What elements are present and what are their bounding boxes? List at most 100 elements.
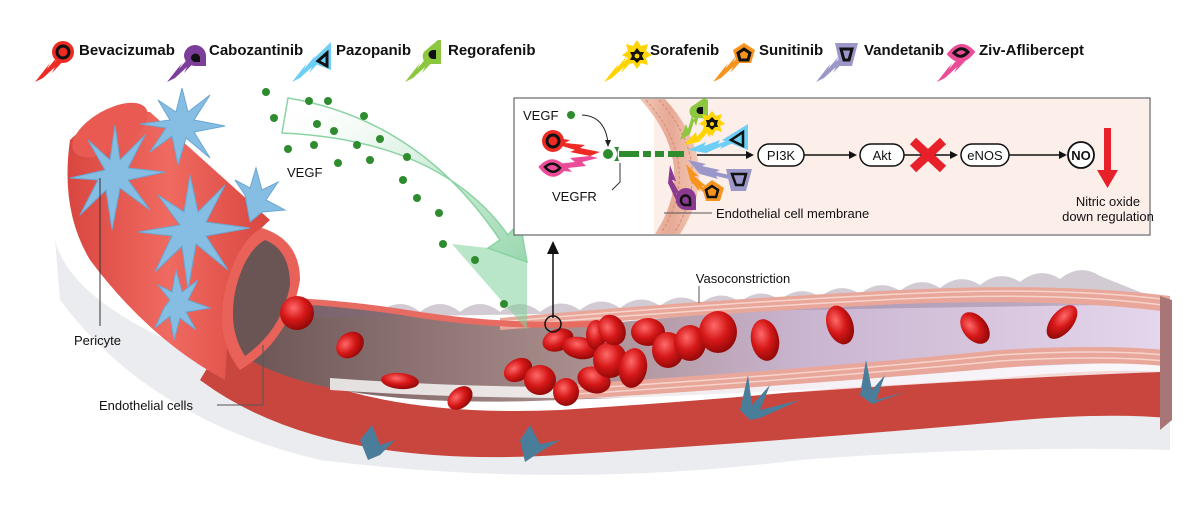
regorafenib-drug-icon xyxy=(405,40,441,82)
pazopanib-drug-icon xyxy=(292,42,331,82)
vegf-dot xyxy=(324,97,332,105)
vegf-dot xyxy=(471,256,479,264)
vegf-ligand-icon xyxy=(567,111,575,119)
vegfr-label: VEGFR xyxy=(552,189,597,204)
pericyte-cell xyxy=(740,375,800,420)
inset-vegf-label: VEGF xyxy=(523,108,558,123)
vegf-dot xyxy=(353,141,361,149)
pathway-node-enos: eNOS xyxy=(960,143,1010,167)
legend-label: Sunitinib xyxy=(759,42,823,59)
pathway-node-akt: Akt xyxy=(859,143,905,167)
red-blood-cell xyxy=(553,378,579,406)
sorafenib-inhibitor-icon xyxy=(684,111,725,145)
legend-label: Ziv-Aflibercept xyxy=(979,42,1084,59)
legend-item-bevacizumab: Bevacizumab xyxy=(35,41,175,82)
vegf-dot xyxy=(500,300,508,308)
pericyte-cell xyxy=(69,124,166,231)
ziv-aflibercept-inhibitor-icon xyxy=(538,156,598,177)
svg-text:Akt: Akt xyxy=(873,148,892,163)
legend-label: Regorafenib xyxy=(448,42,536,59)
pericyte-cell xyxy=(139,87,226,166)
pericyte-callout: Pericyte xyxy=(74,178,121,348)
legend-item-regorafenib: Regorafenib xyxy=(405,40,536,82)
pericytes xyxy=(69,87,287,341)
vessel-opening xyxy=(232,240,290,356)
signaling-pathway: PI3K Akt eNOS NO xyxy=(697,137,1095,173)
pericyte-cell xyxy=(154,269,212,341)
vegf-dot xyxy=(366,156,374,164)
sunitinib-drug-icon xyxy=(713,43,755,82)
vasoconstriction-label: Vasoconstriction xyxy=(696,271,790,286)
red-blood-cell xyxy=(699,311,737,353)
pathway-node-pi3k: PI3K xyxy=(757,143,805,167)
vegf-dot xyxy=(284,145,292,153)
legend-item-ziv-aflibercept: Ziv-Aflibercept xyxy=(937,42,1084,82)
legend-item-sorafenib: Sorafenib xyxy=(604,40,719,82)
endothelial-cells-callout: Endothelial cells xyxy=(99,345,264,413)
legend-item-pazopanib: Pazopanib xyxy=(292,42,411,82)
vegf-particles xyxy=(262,88,508,308)
legend-label: Sorafenib xyxy=(650,42,719,59)
pericytes-underside xyxy=(360,360,905,462)
vandetanib-drug-icon xyxy=(816,43,858,82)
inset-connector xyxy=(544,241,562,333)
svg-text:eNOS: eNOS xyxy=(967,148,1003,163)
pericyte-cell xyxy=(860,360,905,404)
vegf-dot xyxy=(313,120,321,128)
svg-text:NO: NO xyxy=(1071,148,1091,163)
legend-label: Cabozantinib xyxy=(209,42,303,59)
red-blood-cell xyxy=(1046,305,1078,339)
red-blood-cell xyxy=(381,372,419,390)
red-blood-cell xyxy=(447,386,473,410)
vegf-dot xyxy=(360,112,368,120)
vasoconstriction-wall xyxy=(500,287,1170,330)
ziv-aflibercept-drug-icon xyxy=(937,44,976,82)
red-blood-cell xyxy=(825,305,855,345)
signaling-inset: VEGF VEGFR xyxy=(513,97,1154,236)
vegf-dot xyxy=(334,159,342,167)
cabozantinib-inhibitor-icon xyxy=(668,165,696,211)
bevacizumab-drug-icon xyxy=(35,41,74,82)
vegf-dot xyxy=(376,135,384,143)
sunitinib-inhibitor-icon xyxy=(686,164,724,201)
pazopanib-inhibitor-icon xyxy=(688,124,748,153)
red-blood-cell xyxy=(618,348,648,388)
legend-label: Vandetanib xyxy=(864,42,944,59)
endothelial-cells-label: Endothelial cells xyxy=(99,398,193,413)
pericyte-cell xyxy=(360,425,395,460)
legend-item-cabozantinib: Cabozantinib xyxy=(167,42,303,82)
red-blood-cell xyxy=(960,312,990,344)
vegf-dot xyxy=(262,88,270,96)
vasoconstriction-callout: Vasoconstriction xyxy=(696,271,790,303)
legend: Bevacizumab Cabozantinib Pazopanib xyxy=(35,40,1084,82)
vegf-dot xyxy=(270,114,278,122)
red-blood-cell xyxy=(280,296,314,330)
red-blood-cell xyxy=(598,314,626,346)
pericyte-cell xyxy=(520,425,560,462)
outcome-label-line1: Nitric oxide xyxy=(1076,194,1140,209)
vegf-dot xyxy=(330,127,338,135)
legend-item-vandetanib: Vandetanib xyxy=(816,42,944,82)
cabozantinib-drug-icon xyxy=(167,45,206,82)
red-blood-cell xyxy=(593,342,627,378)
sorafenib-drug-icon xyxy=(604,40,652,82)
red-blood-cell xyxy=(674,325,706,361)
regorafenib-inhibitor-icon xyxy=(680,98,708,140)
legend-item-sunitinib: Sunitinib xyxy=(713,42,823,82)
outcome-label-line2: down regulation xyxy=(1062,209,1154,224)
legend-label: Pazopanib xyxy=(336,42,411,59)
pathway-node-no: NO xyxy=(1067,141,1095,169)
bevacizumab-inhibitor-icon xyxy=(542,130,600,156)
pericyte-cell xyxy=(234,166,287,223)
vegf-dot xyxy=(439,240,447,248)
red-blood-cell xyxy=(524,365,556,395)
membrane-label: Endothelial cell membrane xyxy=(716,206,869,221)
vegfr-receptor-icon xyxy=(603,147,684,161)
red-blood-cell xyxy=(336,331,364,359)
vegf-flow-arrow xyxy=(281,97,528,330)
blocked-x-icon xyxy=(909,137,947,173)
vegf-dot xyxy=(403,153,411,161)
vegf-dot xyxy=(413,194,421,202)
vegf-dot xyxy=(305,97,313,105)
